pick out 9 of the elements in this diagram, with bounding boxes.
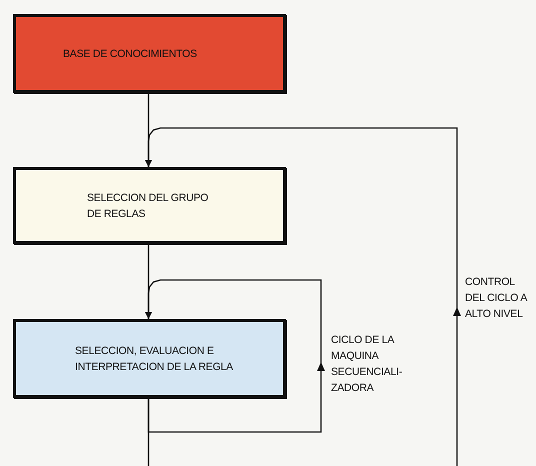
box-label: SELECCION, EVALUACION E INTERPRETACION DE LA REGLA (75, 344, 234, 374)
process-box (13, 167, 286, 244)
edge-label: CONTROL DEL CICLO A ALTO NIVEL (465, 275, 527, 322)
process-box (13, 319, 286, 398)
arrow (145, 279, 322, 433)
box-label: BASE DE CONOCIMIENTOS (63, 46, 198, 62)
arrow (145, 127, 458, 466)
process-box (13, 14, 286, 93)
box-label: SELECCION DEL GRUPO DE REGLAS (87, 190, 210, 222)
